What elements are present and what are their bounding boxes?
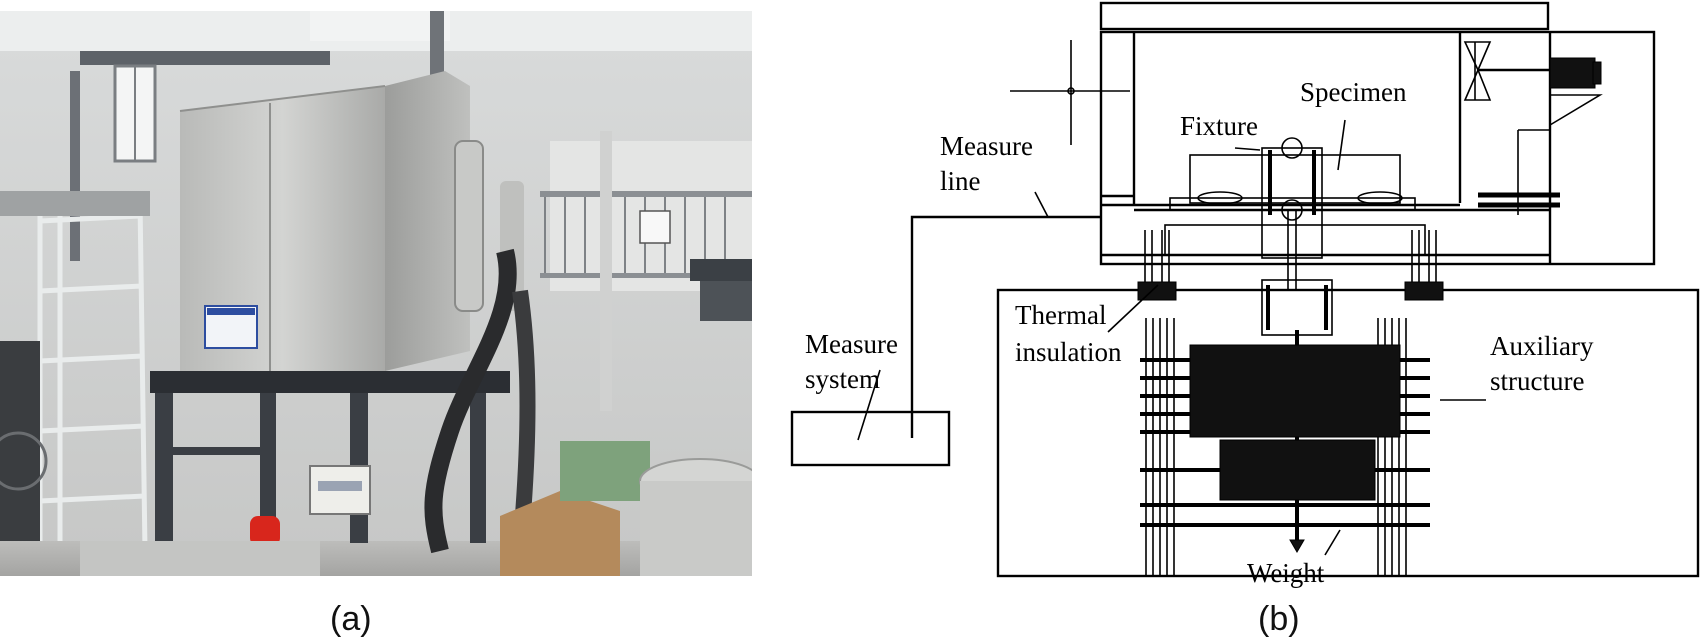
label-measure-system-2: system <box>805 364 880 394</box>
label-measure-line-1: Measure <box>940 131 1033 161</box>
label-thermal-1: Thermal <box>1015 300 1106 330</box>
fan-icon <box>0 431 48 491</box>
fixture <box>1261 147 1323 259</box>
furnace-cabinet-front <box>180 86 385 371</box>
cylinder <box>454 140 484 312</box>
support-frame <box>150 371 510 393</box>
label-thermal-2: insulation <box>1015 337 1122 367</box>
label-fixture: Fixture <box>1180 111 1258 141</box>
label-weight: Weight <box>1247 558 1325 588</box>
measure-system-box <box>790 410 951 467</box>
label-specimen: Specimen <box>1300 77 1407 107</box>
top-plate <box>1099 1 1550 31</box>
warning-light <box>250 516 280 546</box>
control-box <box>700 281 752 321</box>
schematic-diagram: Specimen Fixture Measure line Thermal in… <box>790 1 1700 588</box>
caption-a: (a) <box>330 600 372 638</box>
label-measure-line-2: line <box>940 166 981 196</box>
side-cabinet <box>0 341 40 551</box>
label-auxiliary-1: Auxiliary <box>1490 331 1594 361</box>
hose <box>424 248 517 554</box>
equipment-photo <box>0 11 752 576</box>
heater-icon <box>1478 192 1560 208</box>
thermal-insulation-right <box>1404 281 1444 301</box>
label-auxiliary-2: structure <box>1490 366 1584 396</box>
label-measure-system-1: Measure <box>805 329 898 359</box>
cardboard-boxes <box>500 491 620 576</box>
auxiliary-column-left <box>1145 318 1175 576</box>
thermal-insulation-left <box>1137 281 1177 301</box>
ceiling-beam <box>80 51 330 65</box>
weight-stack-upper <box>1189 344 1401 438</box>
bench-frame <box>996 288 1700 578</box>
furnace-box <box>1099 30 1656 266</box>
motor-icon <box>1549 57 1596 89</box>
measure-line <box>910 215 1101 438</box>
weight-stack-lower <box>1219 439 1376 501</box>
caption-b: (b) <box>1258 600 1300 638</box>
specimen <box>1189 154 1401 204</box>
fan-icon <box>1463 41 1550 101</box>
